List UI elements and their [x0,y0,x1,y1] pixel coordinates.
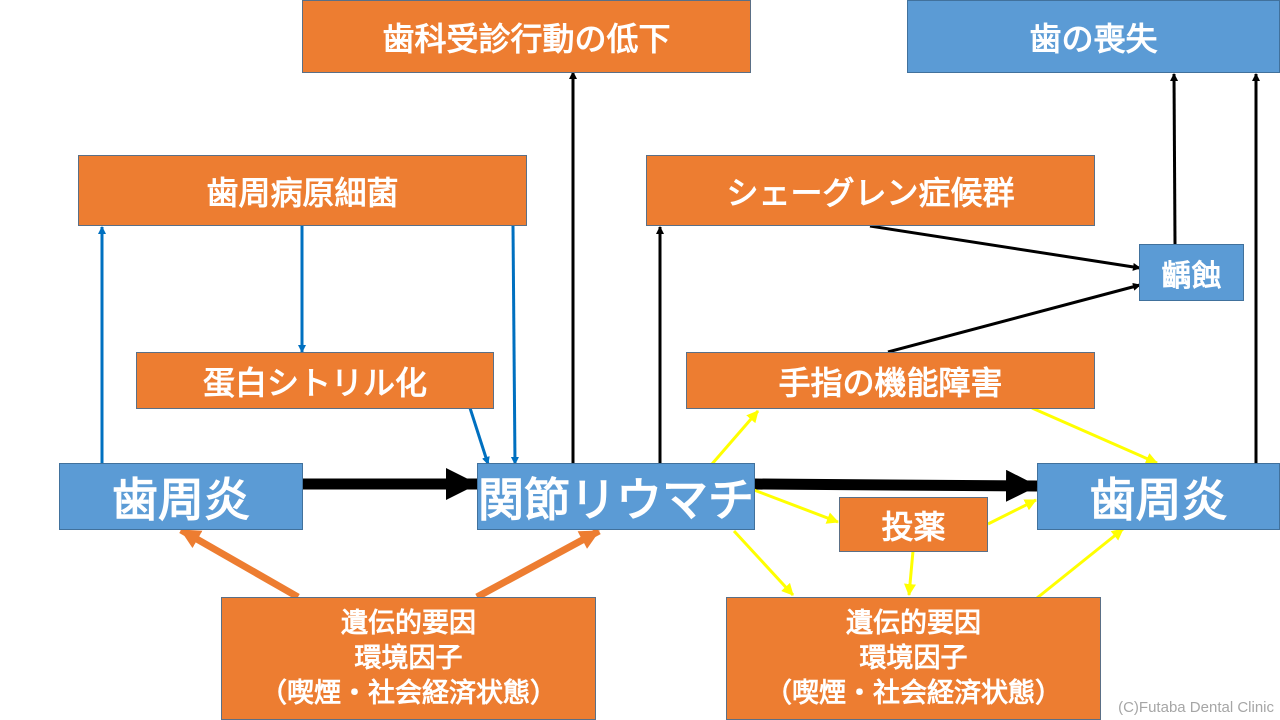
node-label: 齲蝕 [1161,258,1222,294]
node-label: 歯周病原細菌 [206,173,399,212]
node-finger-dysfunction: 手指の機能障害 [686,352,1095,409]
arrow-factors-to-ra [475,527,601,601]
node-label: 歯周炎 [112,472,250,527]
node-factors-right: 遺伝的要因 環境因子 （喫煙・社会経済状態） [726,597,1101,720]
node-dental-visit-decline: 歯科受診行動の低下 [302,0,751,73]
arrow-medication-to-factors-right [904,550,916,596]
arrow-finger-to-caries [887,282,1141,354]
arrow-citrullination-to-ra [468,407,490,465]
factor-line-genetic: 遺伝的要因 [341,607,476,639]
arrow-factors-to-periodontitis-left [179,526,300,601]
node-label: 蛋白シトリル化 [202,363,427,402]
factor-line-environment: 環境因子 [859,642,968,674]
node-label: 関節リウマチ [478,472,754,527]
factor-line-genetic: 遺伝的要因 [846,607,981,639]
node-label: 投薬 [881,507,946,546]
node-periodontitis-right: 歯周炎 [1037,463,1280,530]
factor-line-environment: 環境因子 [354,642,463,674]
node-tooth-loss: 歯の喪失 [907,0,1280,73]
factor-line-details: （喫煙・社会経済状態） [260,678,557,710]
node-label: 手指の機能障害 [778,363,1003,402]
node-label: シェーグレン症候群 [726,173,1015,212]
node-factors-left: 遺伝的要因 環境因子 （喫煙・社会経済状態） [221,597,596,720]
arrow-ra-to-medication [753,488,839,524]
node-periodontal-pathogens: 歯周病原細菌 [78,155,527,226]
node-label: 歯周炎 [1089,472,1228,527]
node-label: 歯科受診行動の低下 [382,19,671,58]
arrow-medication-to-periodontitis [987,498,1037,526]
node-label: 歯の喪失 [1029,19,1158,58]
copyright-credit: (C)Futaba Dental Clinic [1118,699,1274,716]
arrow-ra-to-periodontitis-right [753,469,1038,502]
arrow-ra-to-finger [710,410,760,465]
node-caries: 齲蝕 [1139,244,1244,301]
arrow-finger-to-periodontitis [1031,406,1158,465]
arrow-sjogren-to-caries [869,224,1141,271]
node-medication: 投薬 [839,497,988,552]
node-periodontitis-left: 歯周炎 [59,463,303,530]
arrow-ra-to-factors-right [732,529,795,597]
node-citrullination: 蛋白シトリル化 [136,352,494,409]
node-sjogren: シェーグレン症候群 [646,155,1095,226]
arrow-pathogens-to-ra [510,225,519,465]
node-rheumatoid-arthritis: 関節リウマチ [477,463,755,530]
factor-line-details: （喫煙・社会経済状態） [765,678,1062,710]
arrow-factors-to-periodontitis-right [1036,527,1124,600]
arrow-caries-to-tooth-loss [1170,73,1179,245]
